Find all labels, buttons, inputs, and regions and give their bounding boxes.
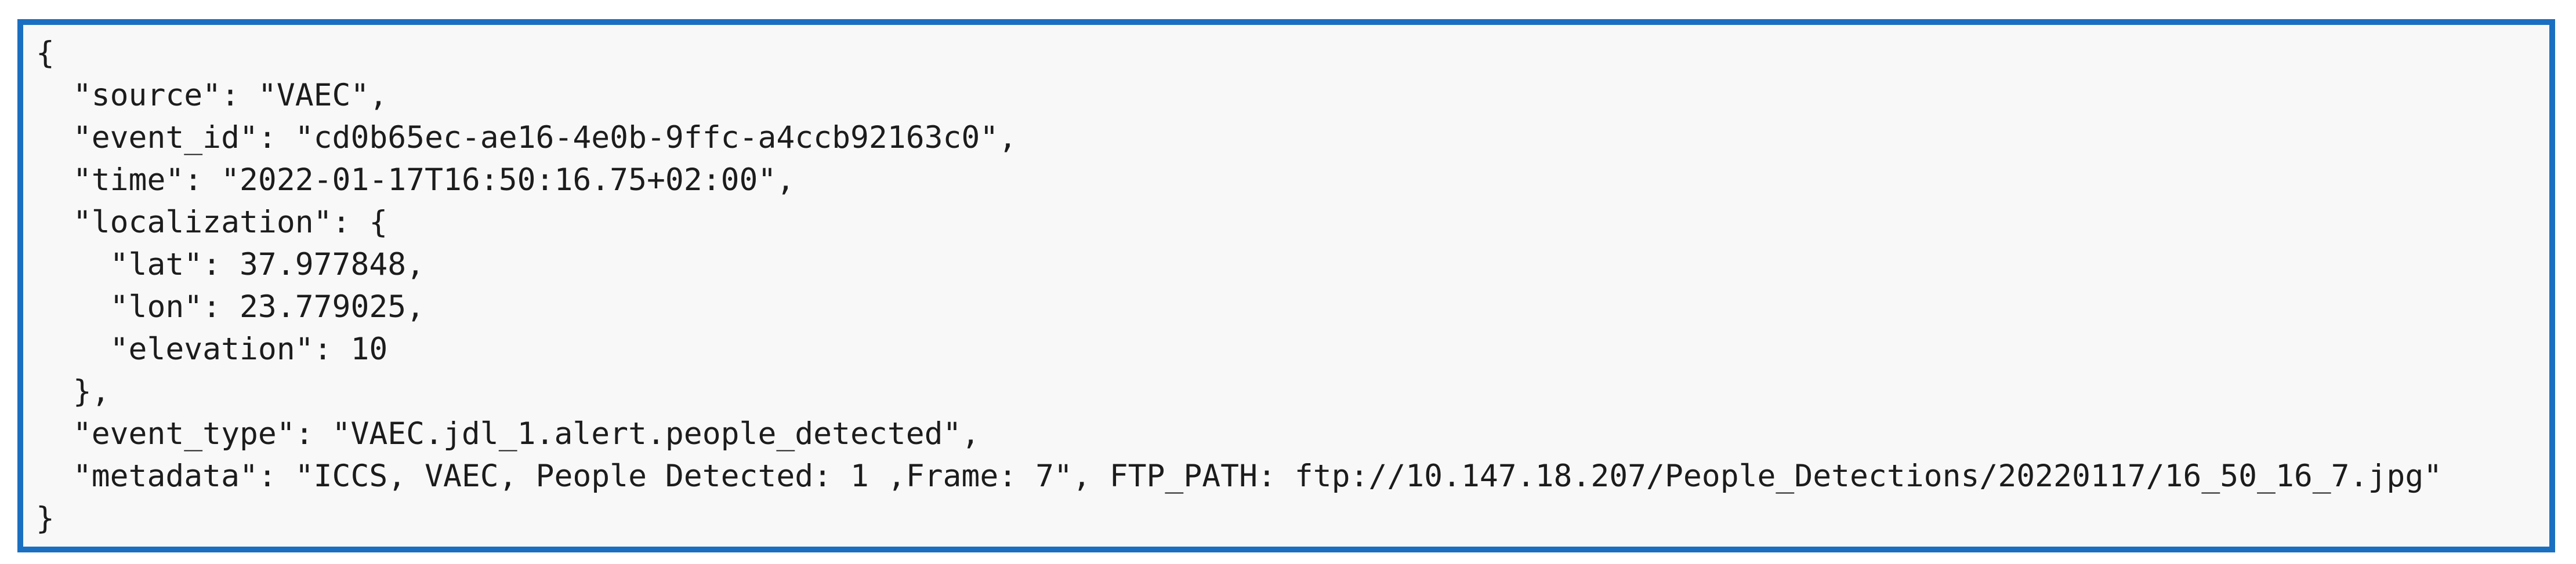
code-line: "lat": 37.977848, (36, 247, 425, 282)
code-line: "metadata": "ICCS, VAEC, People Detected… (36, 459, 2443, 494)
code-line: "event_type": "VAEC.jdl_1.alert.people_d… (36, 416, 980, 452)
code-line: "time": "2022-01-17T16:50:16.75+02:00", (36, 162, 795, 198)
code-line: "localization": { (36, 205, 388, 240)
code-line: "lon": 23.779025, (36, 289, 425, 325)
code-line: } (36, 501, 55, 536)
code-line: "event_id": "cd0b65ec-ae16-4e0b-9ffc-a4c… (36, 120, 1017, 155)
json-event-code: { "source": "VAEC", "event_id": "cd0b65e… (23, 25, 2549, 540)
code-line: "source": "VAEC", (36, 78, 388, 113)
code-line: "elevation": 10 (36, 332, 388, 367)
code-line: { (36, 35, 55, 71)
json-event-panel: { "source": "VAEC", "event_id": "cd0b65e… (17, 19, 2555, 552)
code-line: }, (36, 374, 110, 409)
